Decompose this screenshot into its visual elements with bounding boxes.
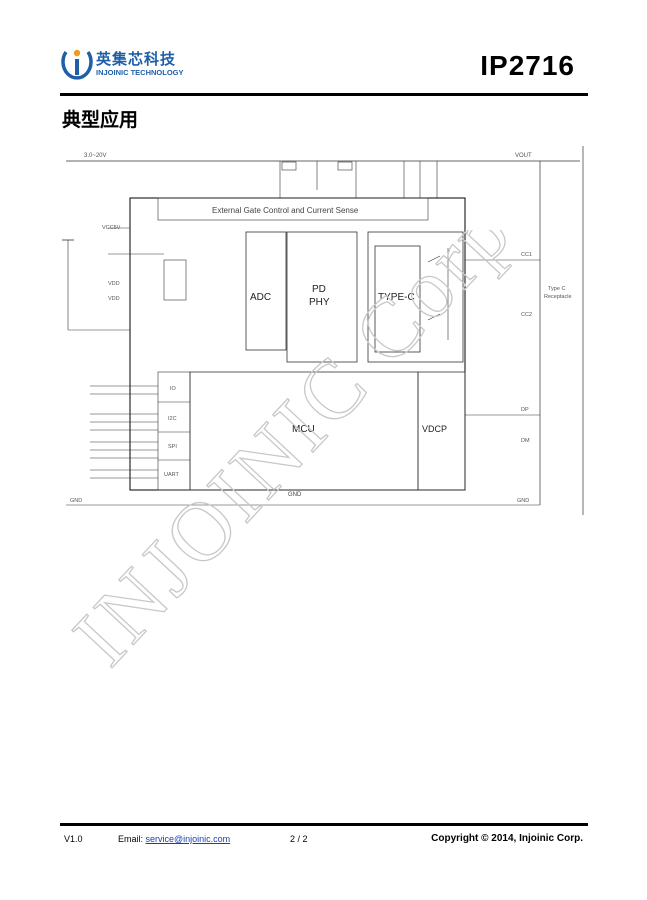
input-mosfet: [281, 161, 297, 171]
vdd-label-2: VDD: [108, 296, 120, 302]
typical-application-schematic: 3.0~20V VOUT Type C Receptacle External …: [62, 146, 584, 515]
ip2716-chip: [129, 197, 466, 491]
footer-email: Email: service@injoinic.com: [118, 834, 230, 844]
footer-version: V1.0: [64, 834, 83, 844]
cc2-label: CC2: [521, 312, 532, 318]
vcc5v-label: VCC5V: [102, 225, 121, 231]
company-logo: 英集芯科技 INJOINIC TECHNOLOGY: [60, 44, 200, 86]
vout-label: VOUT: [515, 153, 532, 159]
gnd-right-label: GND: [517, 498, 529, 504]
footer-divider: [60, 823, 588, 826]
adc-label: ADC: [250, 292, 271, 303]
email-link[interactable]: service@injoinic.com: [145, 834, 231, 844]
pin-i2c: I2C: [168, 416, 177, 422]
vdcp-label: VDCP: [422, 424, 447, 434]
connector-label-1: Type C: [548, 286, 565, 292]
gate-control-block: [157, 197, 429, 221]
dm-label: DM: [521, 438, 530, 444]
footer-copyright: Copyright © 2014, Injoinic Corp.: [431, 833, 583, 844]
vdcp-block: [417, 371, 466, 491]
ldo-block: [163, 259, 187, 301]
mcu-label: MCU: [292, 424, 315, 435]
pin-io: IO: [170, 386, 177, 392]
pd-label: PD: [312, 284, 326, 295]
gate-control-label: External Gate Control and Current Sense: [212, 206, 359, 215]
peripheral-pins: [157, 371, 191, 491]
gnd-chip-label: GND: [288, 492, 302, 498]
type-c-outer: [367, 231, 464, 363]
dp-label: DP: [521, 407, 529, 413]
phy-label: PHY: [309, 297, 330, 308]
part-number: IP2716: [480, 50, 575, 81]
vdd-label-1: VDD: [108, 281, 120, 287]
gnd-left-label: GND: [70, 498, 82, 504]
logo-chinese-name: 英集芯科技: [96, 50, 177, 68]
footer-page-number: 2 / 2: [290, 834, 308, 844]
output-mosfet: [337, 161, 353, 171]
logo-english-name: INJOINIC TECHNOLOGY: [96, 68, 184, 77]
adc-block: [245, 231, 287, 351]
pin-spi: SPI: [168, 444, 177, 450]
pin-uart: UART: [164, 472, 180, 478]
pd-phy-block: [286, 231, 358, 363]
email-label: Email:: [118, 834, 146, 844]
injoinic-logo-icon: [61, 49, 93, 80]
connector-label-2: Receptacle: [544, 294, 572, 300]
cc1-label: CC1: [521, 252, 532, 258]
section-title: 典型应用: [62, 109, 139, 131]
vin-label: 3.0~20V: [84, 153, 107, 159]
type-c-block: [374, 245, 421, 353]
header-divider: [60, 93, 588, 96]
type-c-label: TYPE-C: [378, 292, 415, 303]
